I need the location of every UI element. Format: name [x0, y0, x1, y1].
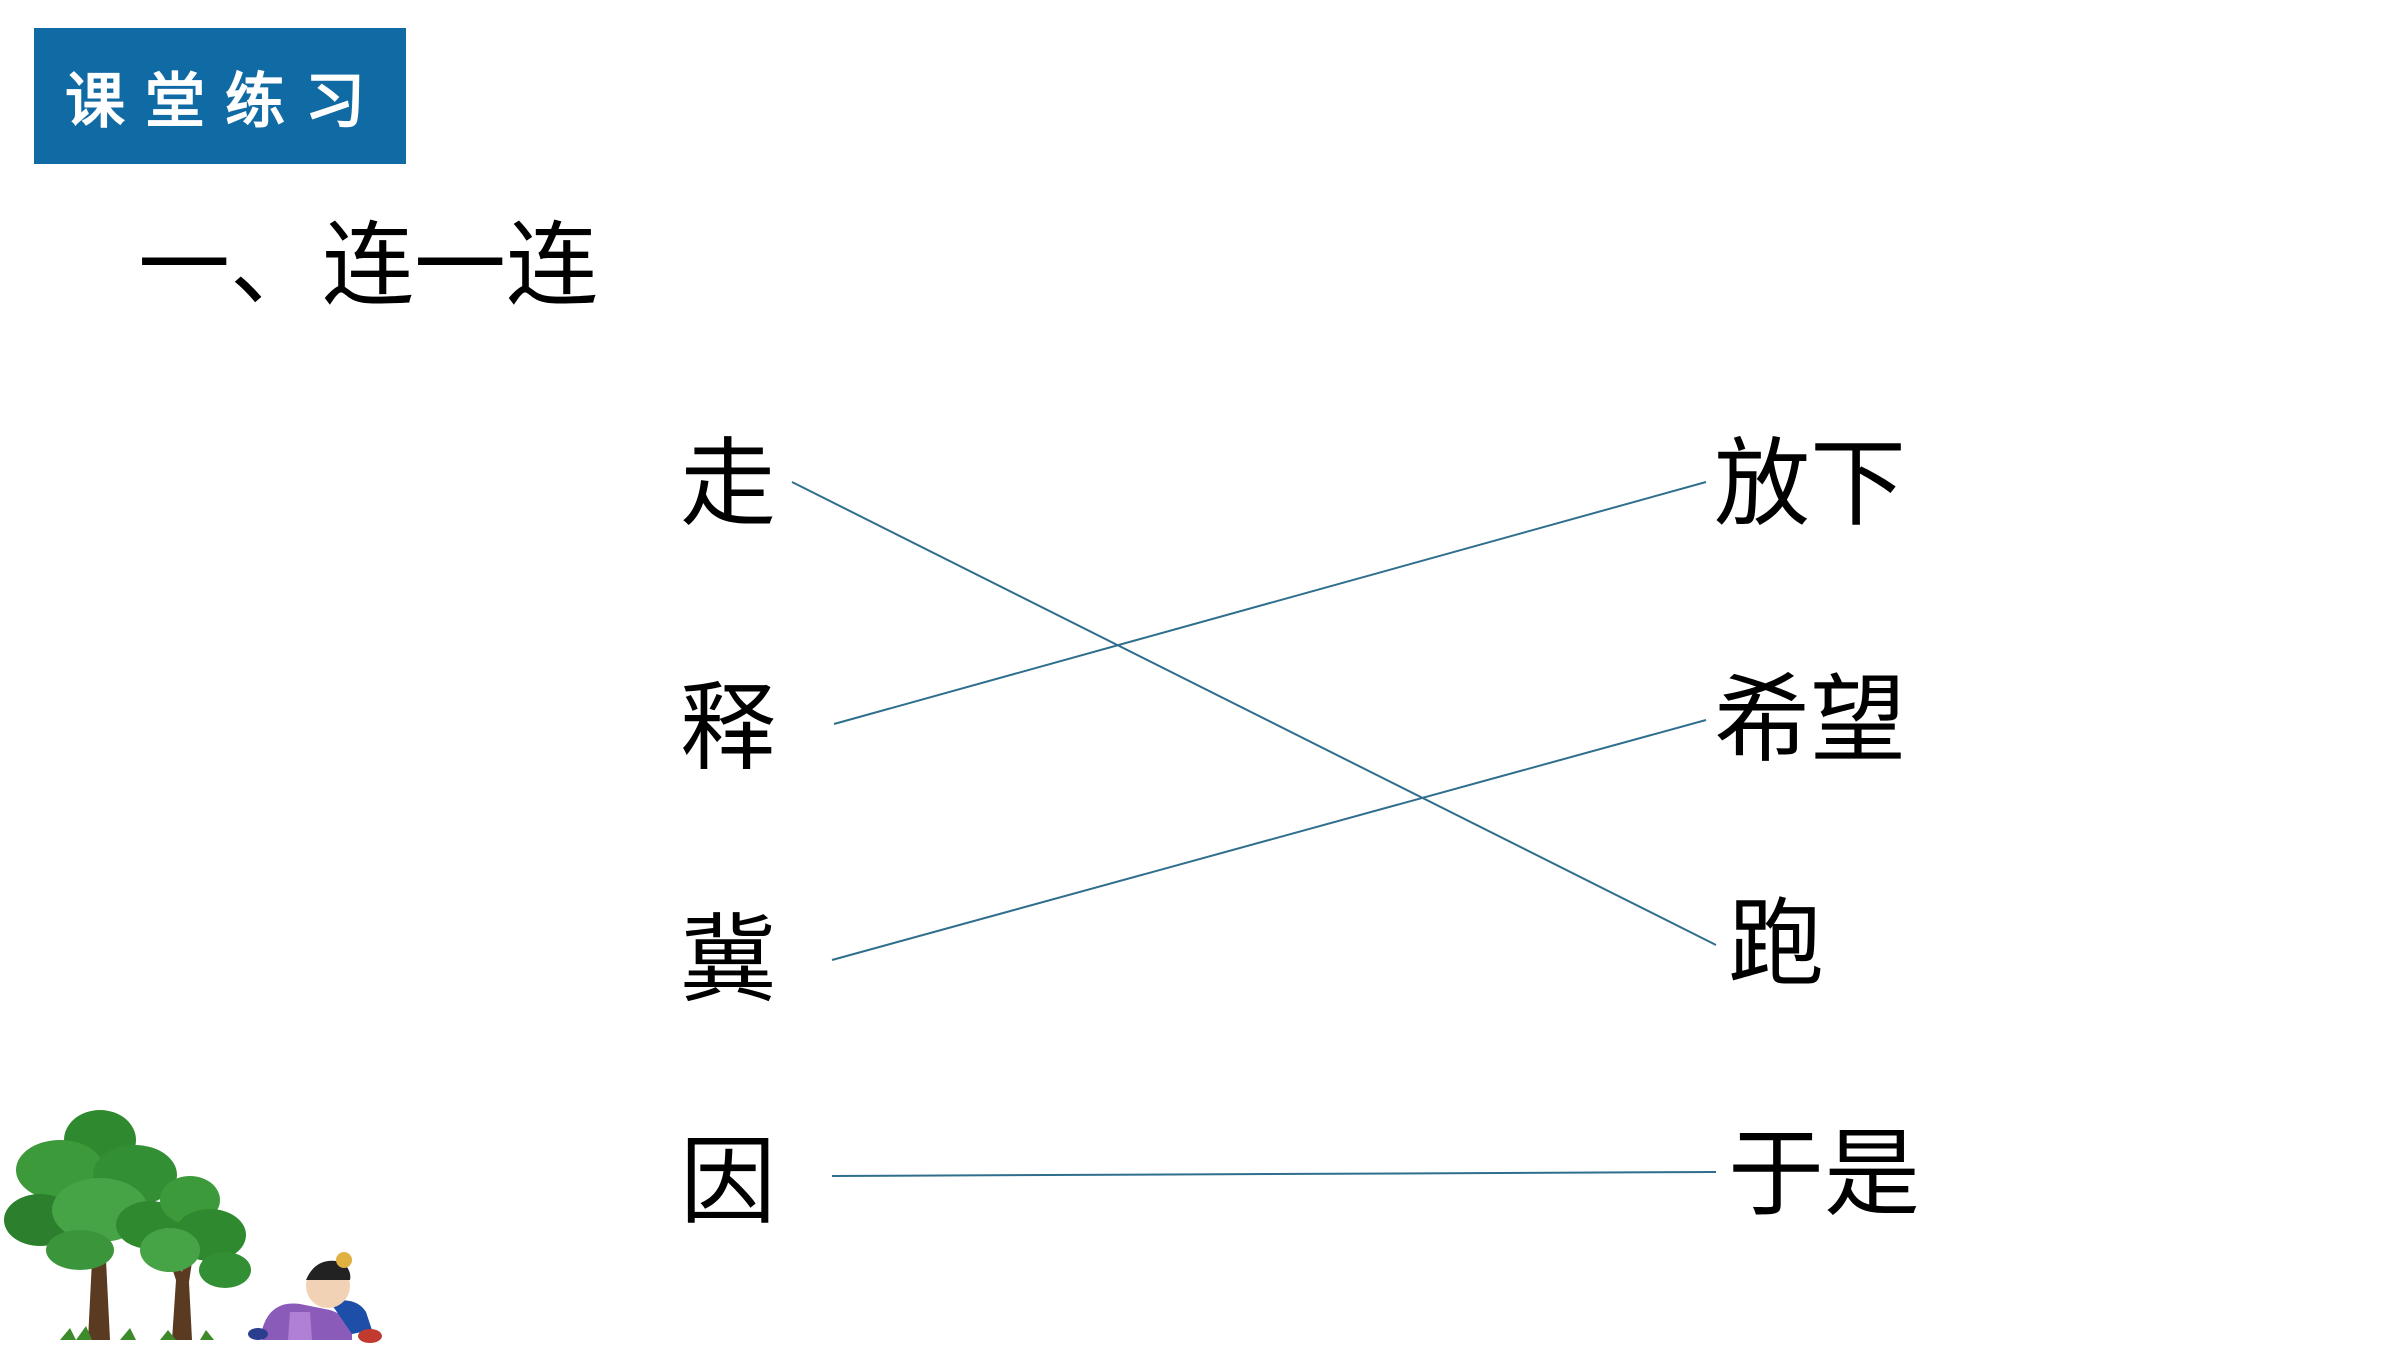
left-word-4: 因: [680, 1126, 776, 1238]
right-word-4: 于是: [1728, 1118, 1920, 1230]
left-word-1: 走: [680, 428, 776, 540]
header-banner: 课堂练习: [34, 28, 406, 164]
left-word-2: 释: [680, 672, 776, 784]
scene-decoration: [4, 1110, 382, 1343]
connector-line-2: [833, 481, 1707, 725]
connector-line-4: [831, 1171, 1717, 1177]
tree-icon: [4, 1110, 251, 1340]
right-word-2: 希望: [1714, 664, 1906, 776]
left-word-3: 冀: [680, 904, 776, 1016]
right-word-3: 跑: [1728, 888, 1824, 1000]
connector-line-1: [791, 481, 1717, 946]
connector-line-3: [831, 719, 1707, 961]
right-word-1: 放下: [1714, 428, 1906, 540]
section-title: 一、连一连: [138, 212, 599, 319]
sleeping-farmer-icon: [248, 1252, 382, 1343]
header-title: 课堂练习: [65, 66, 385, 137]
